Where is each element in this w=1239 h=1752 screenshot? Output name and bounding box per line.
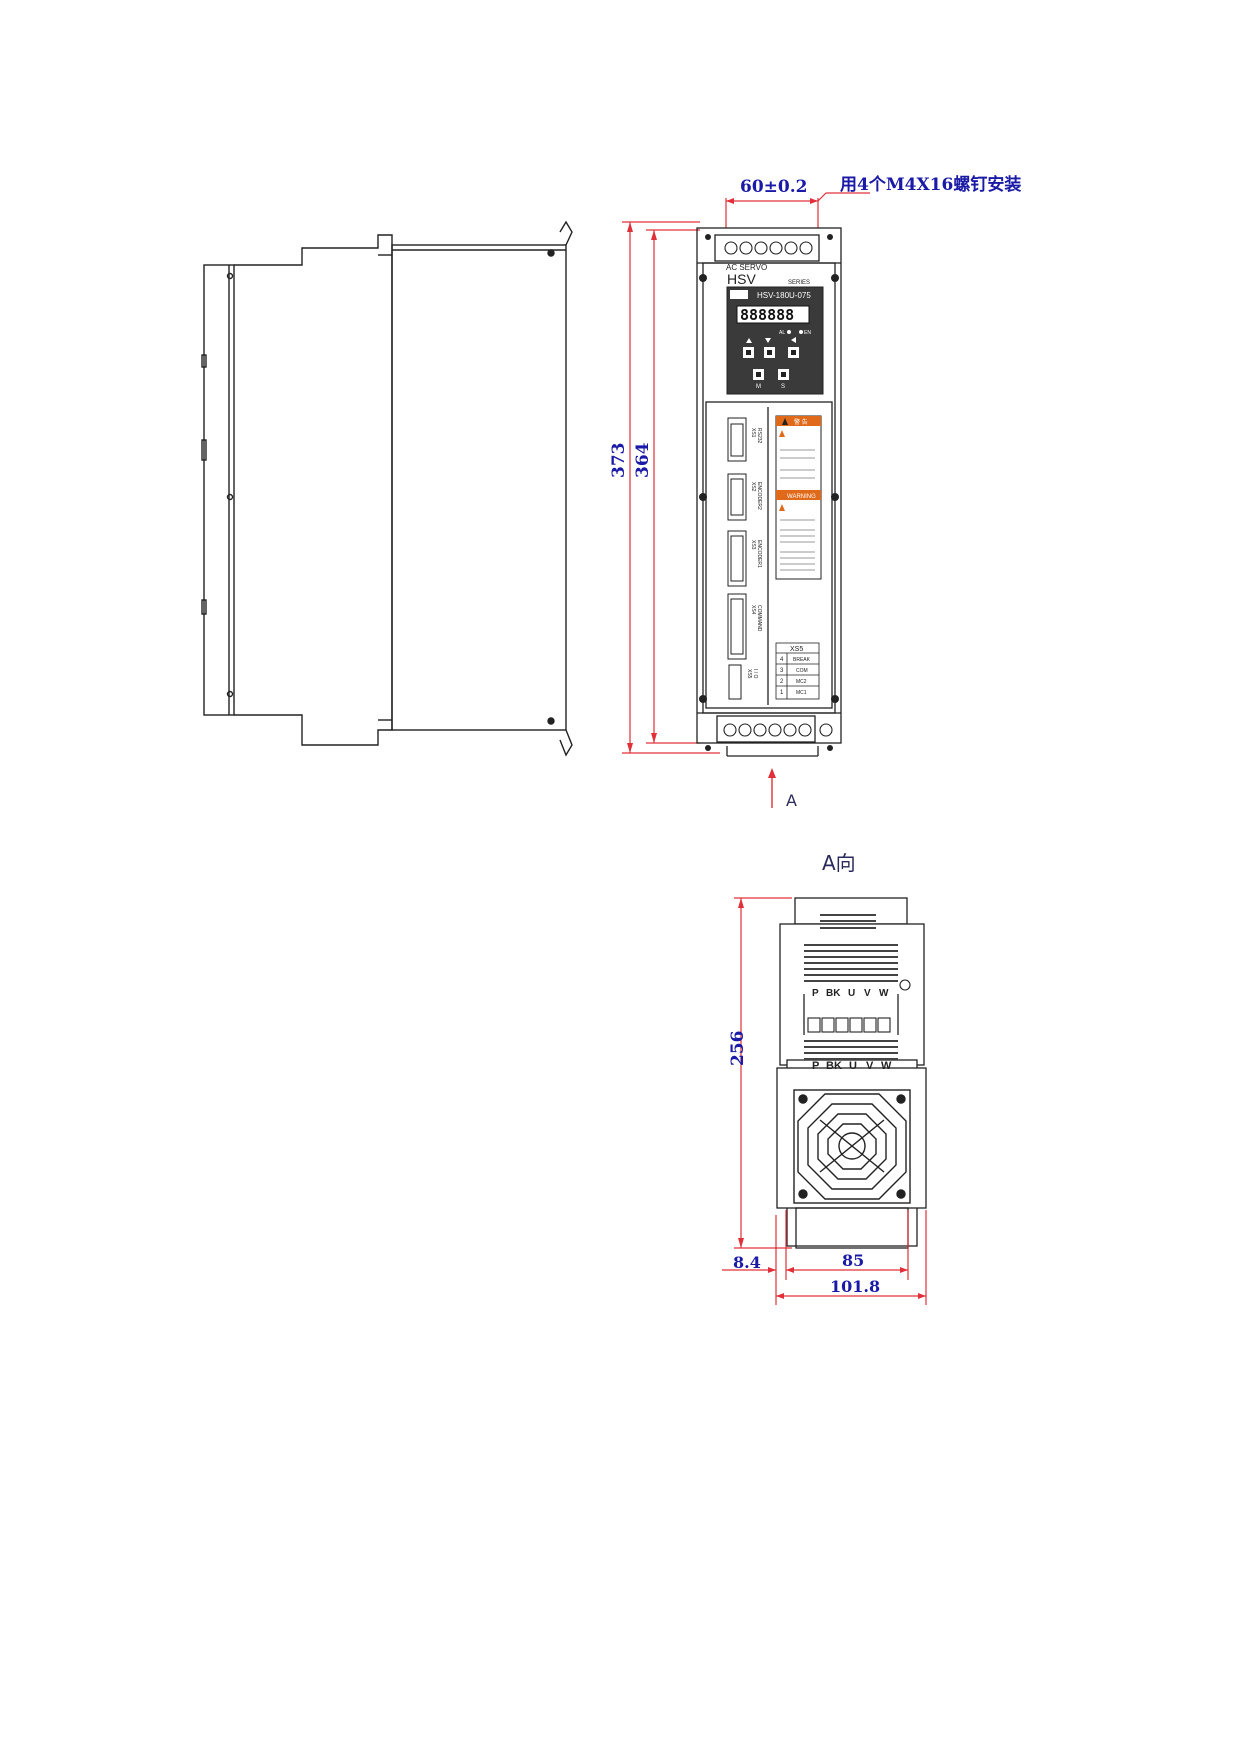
terminal-upper-w: W bbox=[879, 988, 889, 999]
bottom-dimension-arrows bbox=[738, 898, 926, 1299]
xs5-name-2: MC2 bbox=[796, 679, 807, 685]
terminal-labels-upper: P BK U V W bbox=[812, 988, 889, 999]
connector-ports bbox=[727, 417, 747, 700]
port-xs2-label: XS2 bbox=[750, 482, 756, 492]
mounting-holes bbox=[699, 234, 839, 751]
terminal-lower-v: V bbox=[866, 1060, 874, 1072]
port-xs4-name: COMMAND bbox=[756, 605, 762, 632]
xs5-pin-1: 1 bbox=[780, 690, 784, 696]
front-view bbox=[696, 227, 842, 757]
depth-256-label: 256 bbox=[728, 1031, 748, 1067]
view-arrow-label: A bbox=[786, 791, 797, 810]
terminal-upper-v: V bbox=[864, 988, 871, 999]
brand-line: AC SERVO bbox=[726, 263, 767, 272]
led-al-label: AL bbox=[779, 330, 785, 336]
dimension-lines bbox=[622, 192, 870, 754]
warning-en-title: WARNING bbox=[787, 494, 816, 500]
fan-grille-icon bbox=[793, 1089, 911, 1204]
xs5-table bbox=[775, 642, 820, 700]
port-xs2-name: ENCODER2 bbox=[756, 482, 762, 510]
port-xs1-label: XS1 bbox=[750, 428, 756, 438]
view-arrow bbox=[768, 768, 776, 808]
display-module: HSV-180U-075 888888 AL EN M S bbox=[726, 286, 824, 395]
port-xs1-name: RS232 bbox=[756, 428, 762, 444]
ground-screw-icon bbox=[899, 979, 911, 991]
port-xs3-name: ENCODER1 bbox=[756, 540, 762, 568]
key-m-label: M bbox=[756, 384, 761, 390]
mount-note: 用4个M4X16螺钉安装 bbox=[840, 174, 1021, 195]
xs5-name-4: BREAK bbox=[793, 657, 811, 663]
port-xs3-label: XS3 bbox=[750, 540, 756, 550]
height-373-label: 373 bbox=[609, 443, 629, 479]
bottom-dimension-lines bbox=[722, 897, 927, 1305]
warning-triangle-icon bbox=[782, 418, 788, 425]
port-io[interactable] bbox=[728, 664, 742, 700]
series-name: HSV bbox=[727, 271, 756, 287]
warning-triangle-icon-2 bbox=[779, 430, 785, 437]
up-arrow-icon bbox=[746, 338, 752, 343]
dimension-arrows bbox=[627, 198, 818, 753]
series-label: SERIES bbox=[788, 280, 810, 286]
terminal-lower-bk: BK bbox=[826, 1060, 842, 1072]
terminal-upper-p: P bbox=[812, 988, 819, 999]
port-xs4-label: XS4 bbox=[750, 605, 756, 615]
terminal-lower-p: P bbox=[812, 1060, 819, 1072]
height-364-label: 364 bbox=[633, 442, 653, 478]
seven-segment-display: 888888 bbox=[740, 306, 794, 324]
xs5-table-title: XS5 bbox=[790, 646, 803, 653]
width-60-label: 60±0.2 bbox=[740, 177, 807, 197]
warning-triangle-icon-3 bbox=[779, 504, 785, 511]
warning-cn-title: 警 告 bbox=[794, 418, 808, 426]
terminal-lower-u: U bbox=[849, 1060, 857, 1072]
view-a-title: A向 bbox=[822, 851, 856, 875]
terminal-lower-w: W bbox=[881, 1060, 892, 1072]
model-label: HSV-180U-075 bbox=[757, 291, 811, 300]
bottom-terminal-block bbox=[807, 1017, 891, 1033]
port-xs5-label: XS5 bbox=[746, 669, 752, 679]
vent-slots bbox=[804, 914, 898, 1060]
terminal-upper-bk: BK bbox=[826, 988, 841, 999]
terminal-screws bbox=[723, 241, 833, 737]
warning-label: 警 告 WARNING bbox=[775, 415, 822, 580]
xs5-pin-4: 4 bbox=[780, 657, 784, 663]
xs5-name-1: MC1 bbox=[796, 690, 807, 696]
down-arrow-icon bbox=[765, 338, 771, 343]
terminal-labels-lower: P BK U V W bbox=[812, 1060, 892, 1072]
xs5-pin-3: 3 bbox=[780, 668, 784, 674]
left-arrow-icon bbox=[791, 337, 796, 343]
offset-8-4-label: 8.4 bbox=[733, 1253, 761, 1272]
xs5-name-3: COM bbox=[796, 668, 808, 674]
width-85-label: 85 bbox=[842, 1251, 864, 1270]
xs5-pin-2: 2 bbox=[780, 679, 784, 685]
width-101-8-label: 101.8 bbox=[830, 1277, 880, 1296]
side-view bbox=[201, 220, 573, 757]
led-en-label: EN bbox=[804, 330, 811, 336]
key-s-label: S bbox=[781, 384, 785, 390]
port-io-label: I / O bbox=[752, 669, 758, 679]
terminal-upper-u: U bbox=[848, 988, 855, 999]
